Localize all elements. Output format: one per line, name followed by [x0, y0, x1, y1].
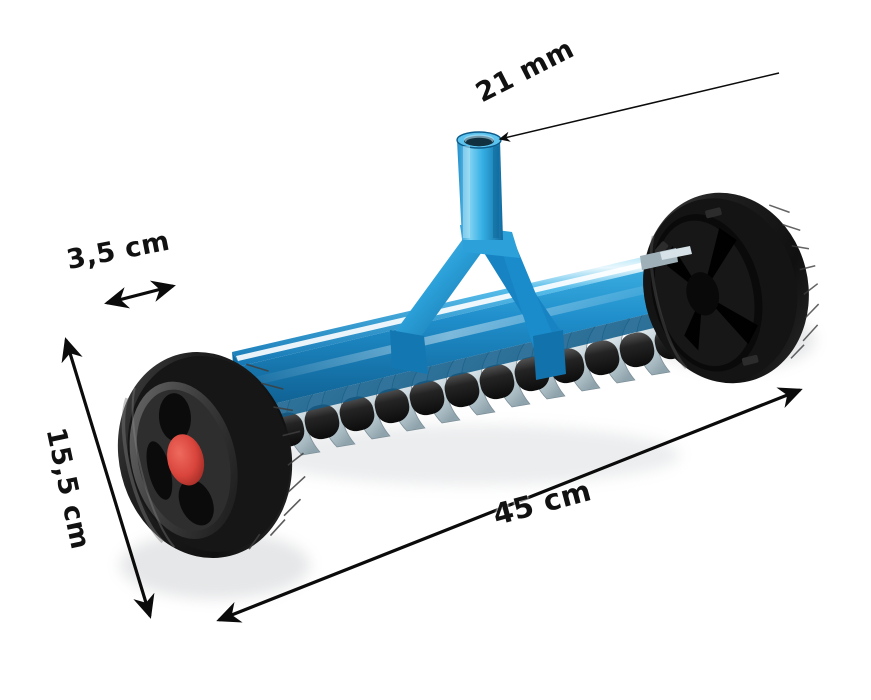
axle-stub — [640, 246, 692, 270]
socket-bore — [464, 135, 494, 147]
leader-line-21mm — [498, 72, 780, 142]
dimension-label-wheel-diameter: 15,5 cm — [39, 425, 96, 553]
hub-cap — [167, 434, 205, 486]
dimension-label-working-width: 45 cm — [489, 473, 595, 532]
scarifier-blades — [251, 292, 731, 464]
main-blue-bar — [232, 246, 708, 425]
dimension-label-bore: 21 mm — [470, 33, 580, 109]
drop-shadow — [120, 310, 815, 599]
wheel-left — [117, 351, 306, 559]
wheel-right — [643, 192, 820, 384]
dimension-label-wheel-width: 3,5 cm — [64, 225, 173, 276]
roller-spacers — [234, 324, 690, 456]
yoke-assembly — [390, 131, 566, 380]
blade-roller-assembly — [234, 292, 731, 464]
dimension-arrow-3-5cm — [104, 280, 176, 309]
